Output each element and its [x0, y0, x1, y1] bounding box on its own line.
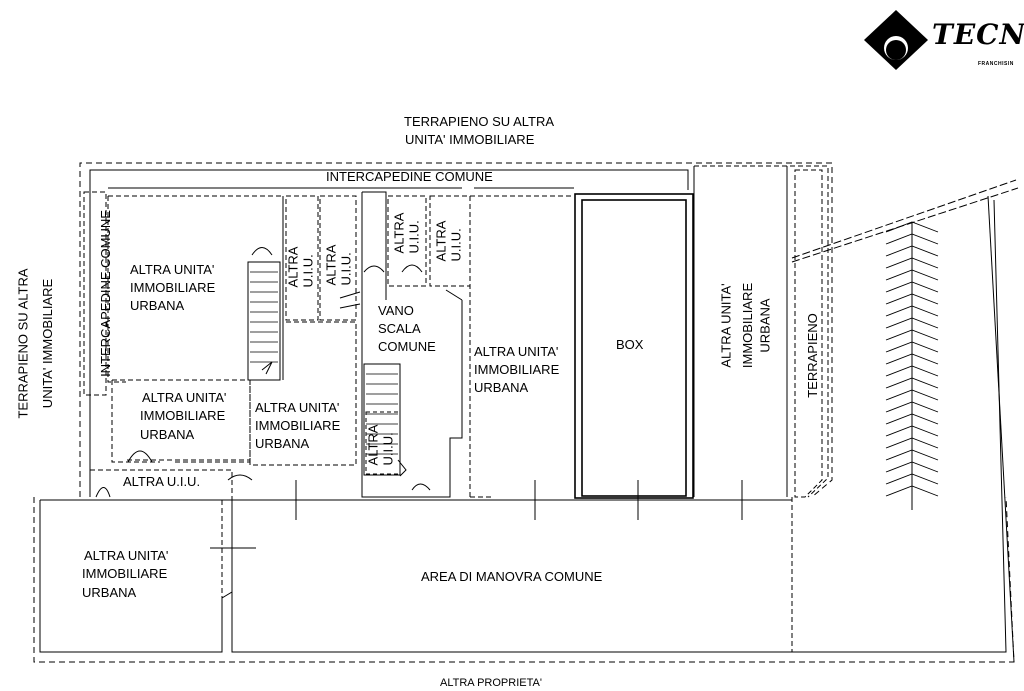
unit-a-line-2: IMMOBILIARE	[130, 280, 216, 295]
building-inner-wall	[89, 169, 689, 497]
terrapieno-right: TERRAPIENO	[804, 313, 820, 398]
unit-d-line-1: ALTRA UNITA'	[142, 390, 227, 405]
uiu-2: ALTRA U.I.U.	[323, 244, 354, 286]
unit-e-line-2: IMMOBILIARE	[255, 418, 341, 433]
unit-c-line-1: ALTRA UNITA'	[718, 283, 734, 368]
intercapedine-left: INTERCAPEDINE COMUNE	[97, 210, 113, 377]
unit-f-line-1: ALTRA UNITA'	[84, 548, 169, 563]
bottom-cut-label: ALTRA PROPRIETA'	[440, 677, 542, 689]
box-room-inner	[581, 199, 687, 497]
unit-c-line-3: URBANA	[757, 298, 773, 353]
vano-line-1: VANO	[378, 303, 414, 318]
intercapedine-top: INTERCAPEDINE COMUNE	[326, 169, 493, 184]
unit-c-line-2: IMMOBILIARE	[740, 282, 756, 369]
building-perimeter	[79, 162, 833, 498]
unit-b-line-1: ALTRA UNITA'	[474, 344, 559, 359]
intercapedine-left	[83, 191, 107, 396]
altra-uiu-strip: ALTRA U.I.U.	[123, 474, 201, 489]
unit-e-line-3: URBANA	[255, 436, 310, 451]
top-terrapieno-line-1: TERRAPIENO SU ALTRA	[404, 114, 555, 129]
stair-middle	[363, 363, 401, 476]
logo-mark-icon	[864, 10, 928, 70]
left-terrapieno-line-1: TERRAPIENO SU ALTRA	[15, 268, 31, 419]
uiu-4: ALTRA U.I.U.	[433, 220, 464, 262]
vano-scala	[361, 192, 463, 498]
unit-d-line-2: IMMOBILIARE	[140, 408, 226, 423]
lower-perimeter	[33, 496, 1015, 663]
unit-a-line-1: ALTRA UNITA'	[130, 262, 215, 277]
area-manovra-label: AREA DI MANOVRA COMUNE	[421, 569, 603, 584]
box-room-outer	[574, 193, 694, 499]
vano-line-3: COMUNE	[378, 339, 436, 354]
vano-line-2: SCALA	[378, 321, 421, 336]
unit-e-line-1: ALTRA UNITA'	[255, 400, 340, 415]
logo-sub: FRANCHISIN	[978, 61, 1014, 67]
logo-brand: TECNOC	[932, 18, 1024, 51]
unit-f-line-3: URBANA	[82, 585, 137, 600]
unit-b-line-2: IMMOBILIARE	[474, 362, 560, 377]
unit-f-line-2: IMMOBILIARE	[82, 566, 168, 581]
uiu-1-a: ALTRA U.I.U.	[285, 246, 316, 288]
box-label: BOX	[616, 337, 644, 352]
uiu-5: ALTRA U.I.U.	[365, 424, 396, 466]
uiu-3: ALTRA U.I.U.	[391, 212, 422, 254]
unit-d-line-3: URBANA	[140, 427, 195, 442]
left-terrapieno-line-2: UNITA' IMMOBILIARE	[40, 278, 56, 409]
top-terrapieno-line-2: UNITA' IMMOBILIARE	[405, 132, 535, 147]
stair-left	[247, 261, 281, 381]
unit-b-line-3: URBANA	[474, 380, 529, 395]
unit-a-line-3: URBANA	[130, 298, 185, 313]
